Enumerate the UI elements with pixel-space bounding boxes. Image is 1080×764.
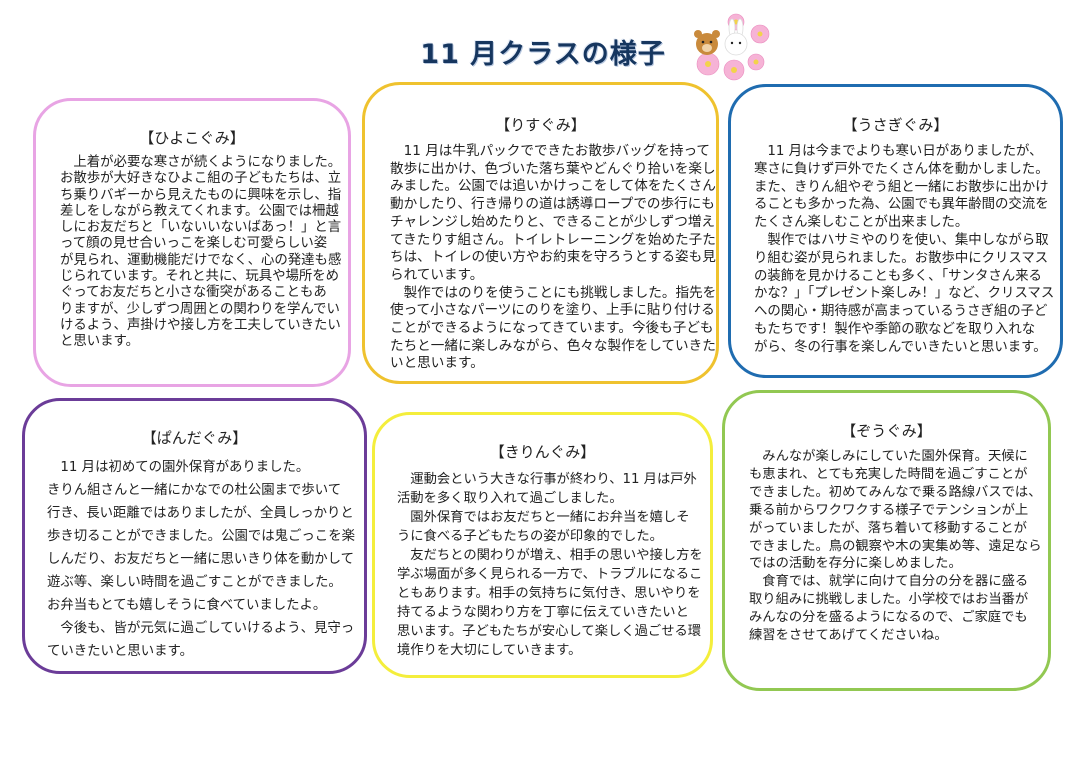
report-line: 学ぶ場面が多く見られる一方で、トラブルになるこ — [397, 567, 703, 582]
class-heading: 【きりんぐみ】 — [489, 443, 596, 461]
report-line: 運動会という大きな行事が終わり、11 月は戸外 — [397, 472, 697, 487]
report-line: 園外保育ではお友だちと一緒にお弁当を嬉しそ — [397, 510, 690, 525]
report-line: 持てるような関わり方を丁寧に伝えていきたいと — [397, 605, 689, 620]
report-line: みんなが楽しみにしていた園外保育。天候に — [749, 449, 1028, 464]
report-line: 練習をさせてあげてくださいね。 — [749, 628, 948, 644]
report-line: ではの活動を存分に楽しめました。 — [749, 556, 962, 572]
class-card-hiyoko: 【ひよこぐみ】 上着が必要な寒さが続くようになりました。お散歩が大好きなひよこ組… — [33, 98, 351, 387]
report-line: お散歩が大好きなひよこ組の子どもたちは、立 — [60, 171, 342, 187]
report-line: 取り組みに挑戦しました。小学校ではお当番が — [749, 592, 1029, 608]
report-line: 11 月は牛乳パックでできたお散歩バッグを持って — [390, 143, 710, 159]
report-line: と思います。 — [60, 334, 140, 350]
report-line: しんだり、お友だちと一緒に思いきり体を動かして — [47, 552, 355, 567]
report-line: てきたりす組さん。トイレトレーニングを始めた子た — [390, 231, 716, 248]
report-line: 食育では、就学に向けて自分の分を器に盛る — [749, 574, 1029, 590]
report-line: 行き、長い距離ではありましたが、全員しっかりと — [47, 506, 354, 521]
report-line: の装飾を見かけることも多く、「サンタさん来る — [754, 268, 1042, 284]
report-line: みんなの分を盛るようになるので、ご家庭でも — [749, 610, 1028, 626]
report-line: 寒さに負けず戸外でたくさん体を動かしました。 — [754, 161, 1049, 177]
report-line: 製作ではハサミやのりを使い、集中しながら取 — [754, 232, 1049, 248]
class-heading: 【りすぐみ】 — [495, 116, 586, 134]
report-line: 今後も、皆が元気に過ごしていけるよう、見守っ — [47, 621, 355, 636]
class-heading: 【ぱんだぐみ】 — [141, 429, 248, 447]
report-line: が見られ、運動機能だけでなく、心の発達も感 — [60, 252, 342, 268]
page-title: 11 月クラスの様子 — [420, 39, 666, 70]
class-report: みんなが楽しみにしていた園外保育。天候にも恵まれ、とても充実した時間を過ごすこと… — [749, 448, 1042, 645]
report-line: への関心・期待感が高まっているうさぎ組の子ど — [754, 304, 1048, 320]
report-line: もたちです！製作や季節の歌などを取り入れな — [754, 321, 1036, 337]
class-report: 11 月は初めての園外保育がありました。きりん組さんと一緒にかなでの杜公園まで歩… — [47, 456, 355, 663]
report-line: ち乗りバギーから見えたものに興味を示し、指 — [60, 187, 342, 203]
report-line: 遊ぶ等、楽しい時間を過ごすことができました。 — [47, 575, 342, 590]
report-line: りますが、少しずつ周囲との関わりを学んでい — [60, 301, 340, 317]
report-line: も恵まれ、とても充実した時間を過ごすことが — [749, 466, 1028, 482]
report-line: 差しをしながら教えてくれます。公園では柵越 — [60, 203, 339, 219]
report-line: 散歩に出かけ、色づいた落ち葉やどんぐり拾いを楽し — [390, 160, 716, 177]
report-line: ちは、トイレの使い方やお約束を守ろうとする姿も見 — [390, 249, 716, 266]
report-line: ことができるようになってきています。今後も子ども — [390, 320, 714, 337]
report-line: たくさん楽しむことが出来ました。 — [754, 215, 969, 231]
report-line: できました。初めてみんなで乗る路線バスでは、 — [749, 484, 1042, 500]
report-line: 上着が必要な寒さが続くようになりました。 — [60, 155, 342, 170]
class-card-risu: 【りすぐみ】 11 月は牛乳パックでできたお散歩バッグを持って散歩に出かけ、色づ… — [362, 82, 719, 384]
report-line: 乗る前からワクワクする様子でテンションが上 — [749, 502, 1029, 518]
report-line: チャレンジし始めたりと、できることが少しずつ増え — [390, 213, 716, 230]
report-line: うに食べる子どもたちの姿が印象的でした。 — [397, 529, 663, 544]
report-line: しにお友だちと「いないいないばあっ！」と言 — [60, 220, 342, 236]
report-line: きりん組さんと一緒にかなでの杜公園まで歩いて — [47, 483, 342, 498]
report-line: 活動を多く取り入れて過ごしました。 — [397, 491, 623, 506]
report-line: ともあります。相手の気持ちに気付き、思いやりを — [397, 586, 701, 601]
report-line: また、きりん組やぞう組と一緒にお散歩に出かけ — [754, 179, 1049, 195]
report-line: じられています。それと共に、玩具や場所をめ — [60, 269, 340, 285]
class-card-zou: 【ぞうぐみ】 みんなが楽しみにしていた園外保育。天候にも恵まれ、とても充実した時… — [722, 390, 1051, 691]
report-line: 11 月は今までよりも寒い日がありましたが、 — [754, 144, 1043, 159]
report-line: 友だちとの関わりが増え、相手の思いや接し方を — [397, 548, 703, 563]
class-heading: 【ひよこぐみ】 — [139, 129, 245, 147]
report-line: 境作りを大切にしていきます。 — [397, 643, 582, 658]
report-line: 使って小さなパーツにのりを塗り、上手に貼り付ける — [390, 302, 715, 319]
report-line: たちと一緒に楽しみながら、色々な製作をしていきた — [390, 337, 716, 354]
report-line: 11 月は初めての園外保育がありました。 — [47, 460, 310, 475]
report-line: できました。鳥の観察や木の実集め等、遠足なら — [749, 538, 1042, 554]
class-report: 上着が必要な寒さが続くようになりました。お散歩が大好きなひよこ組の子どもたちは、… — [60, 155, 341, 351]
report-line: り組む姿が見られました。お散歩中にクリスマス — [754, 250, 1049, 266]
report-line: られています。 — [390, 266, 484, 283]
report-line: けるよう、声掛けや接し方を工夫していきたい — [60, 317, 341, 333]
bear-bunny-flower-icon — [694, 13, 770, 81]
report-line: みました。公園では追いかけっこをして体をたくさん — [390, 178, 716, 195]
class-card-kirin: 【きりんぐみ】 運動会という大きな行事が終わり、11 月は戸外活動を多く取り入れ… — [372, 412, 713, 678]
report-line: いと思います。 — [390, 355, 484, 372]
report-line: 製作ではのりを使うことにも挑戦しました。指先を — [390, 284, 717, 301]
report-line: がら、冬の行事を楽しんでいきたいと思います。 — [754, 339, 1047, 355]
class-report: 11 月は今までよりも寒い日がありましたが、寒さに負けず戸外でたくさん体を動かし… — [754, 143, 1054, 357]
report-line: ぐってお友だちと小さな衝突があることもあ — [60, 285, 327, 301]
report-line: 歩き切ることができました。公園では鬼ごっこを楽 — [47, 529, 355, 544]
class-report: 11 月は牛乳パックでできたお散歩バッグを持って散歩に出かけ、色づいた落ち葉やど… — [390, 143, 716, 373]
report-line: 動かしたり、行き帰りの道は誘導ロープでの歩行にも — [390, 196, 715, 213]
report-line: お弁当もとても嬉しそうに食べていましたよ。 — [47, 598, 327, 613]
report-line: 思います。子どもたちが安心して楽しく過ごせる環 — [397, 624, 702, 639]
class-card-panda: 【ぱんだぐみ】 11 月は初めての園外保育がありました。きりん組さんと一緒にかな… — [22, 398, 367, 674]
class-heading: 【ぞうぐみ】 — [841, 422, 932, 440]
report-line: ることも多かった為、公園でも異年齢間の交流を — [754, 197, 1049, 213]
class-card-usagi: 【うさぎぐみ】 11 月は今までよりも寒い日がありましたが、寒さに負けず戸外でた… — [728, 84, 1063, 378]
class-heading: 【うさぎぐみ】 — [842, 116, 949, 134]
report-line: って顔の見せ合いっこを楽しむ可愛らしい姿 — [60, 236, 328, 252]
report-line: ていきたいと思います。 — [47, 644, 193, 659]
report-line: がっていましたが、落ち着いて移動することが — [749, 520, 1027, 536]
report-line: かな？」「プレゼント楽しみ！」など、クリスマス — [754, 286, 1055, 302]
class-report: 運動会という大きな行事が終わり、11 月は戸外活動を多く取り入れて過ごしました。… — [397, 470, 703, 660]
